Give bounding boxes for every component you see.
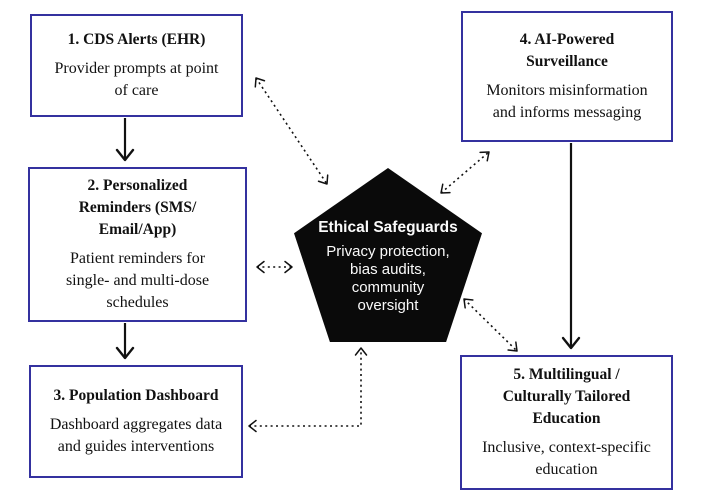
node-cds-alerts-title: 1. CDS Alerts (EHR) (67, 31, 206, 48)
dotted-arrow-safeguards-cds (254, 77, 329, 185)
node-ai-surveillance-body: Monitors misinformation and informs mess… (486, 82, 648, 121)
node-multilingual-education-title: 5. Multilingual / Culturally Tailored Ed… (502, 366, 631, 427)
node-cds-alerts-body: Provider prompts at point of care (54, 60, 219, 99)
node-ethical-safeguards-title: Ethical Safeguards (318, 219, 458, 236)
node-population-dashboard: 3. Population Dashboard Dashboard aggreg… (29, 365, 243, 478)
node-ai-surveillance: 4. AI-Powered Surveillance Monitors misi… (461, 11, 673, 142)
dotted-arrow-safeguards-education (463, 298, 518, 352)
node-ethical-safeguards: Ethical Safeguards Privacy protection, b… (294, 168, 482, 342)
node-personalized-reminders-title: 2. Personalized Reminders (SMS/ Email/Ap… (78, 177, 197, 238)
node-cds-alerts: 1. CDS Alerts (EHR) Provider prompts at … (30, 14, 243, 117)
dotted-arrow-safeguards-surveillance (440, 151, 490, 194)
node-population-dashboard-body: Dashboard aggregates data and guides int… (49, 416, 223, 455)
node-multilingual-education: 5. Multilingual / Culturally Tailored Ed… (460, 355, 673, 490)
node-personalized-reminders: 2. Personalized Reminders (SMS/ Email/Ap… (28, 167, 247, 322)
node-multilingual-education-body: Inclusive, context-specific education (482, 439, 651, 478)
node-personalized-reminders-body: Patient reminders for single- and multi-… (65, 250, 210, 311)
node-population-dashboard-title: 3. Population Dashboard (53, 387, 219, 404)
node-ai-surveillance-title: 4. AI-Powered Surveillance (519, 31, 615, 70)
dotted-arrow-safeguards-dashboard (248, 347, 368, 433)
node-ethical-safeguards-body: Privacy protection, bias audits, communi… (326, 243, 450, 314)
